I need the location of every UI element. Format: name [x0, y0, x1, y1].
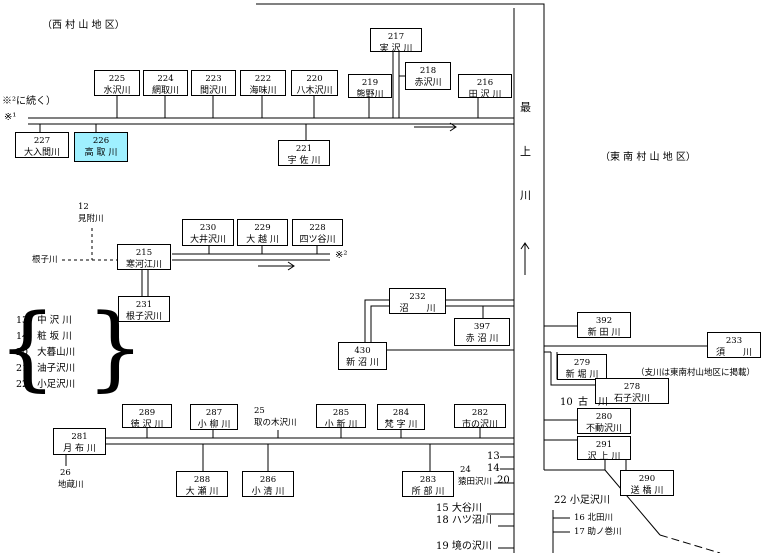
mitsuke-number: 12 [78, 202, 89, 212]
furu-number: 10 [560, 397, 573, 408]
jizo-name: 地蔵川 [58, 480, 84, 490]
kitada-label: 16 北田川 [574, 513, 614, 523]
jizo-number: 26 [60, 468, 71, 478]
left-brace: { [0, 294, 57, 401]
main-river-char-3: 川 [520, 189, 531, 202]
west-region-label: （西 村 山 地 区） [42, 20, 125, 31]
tributary-13: 13 [487, 451, 500, 462]
main-river-char-1: 最 [520, 101, 531, 114]
sakai-label: 19 境の沢川 [436, 541, 492, 552]
neko-label: 根子川 [32, 255, 58, 265]
bracket-item: 21 油子沢川 [16, 363, 76, 374]
saruta-number: 24 [460, 465, 471, 475]
tributary-14: 14 [487, 463, 500, 474]
koashi-label: 22 小足沢川 [554, 495, 610, 506]
hatsunuma-label: 18 ハツ沼川 [436, 515, 492, 526]
bracket-item: 14 粧 坂 川 [16, 331, 72, 342]
east-region-label: （東 南 村 山 地 区） [600, 152, 696, 163]
reference-mark-1: ※¹ [4, 112, 17, 123]
torinoki-number: 25 [254, 406, 265, 416]
main-river-char-2: 上 [520, 145, 531, 158]
continues-note: ※²に続く） [2, 96, 57, 107]
suke-label: 17 助ノ巻川 [574, 527, 622, 537]
mitsuke-name: 見附川 [78, 214, 104, 224]
reference-mark-2: ※² [335, 250, 348, 261]
bracket-item: 13 中 沢 川 [16, 315, 72, 326]
saruta-name: 猿田沢川 [458, 477, 493, 487]
bracket-item: 20 大暮山川 [16, 347, 76, 358]
torinoki-name: 取の木沢川 [254, 418, 297, 428]
oya-label: 15 大谷川 [436, 503, 482, 514]
bracket-item: 22 小足沢川 [16, 379, 76, 390]
tributary-20: 20 [497, 475, 510, 486]
sukawa-note: （支川は東南村山地区に掲載） [636, 368, 756, 378]
right-brace: } [86, 294, 145, 401]
furu-name: 古 川 [578, 397, 608, 408]
